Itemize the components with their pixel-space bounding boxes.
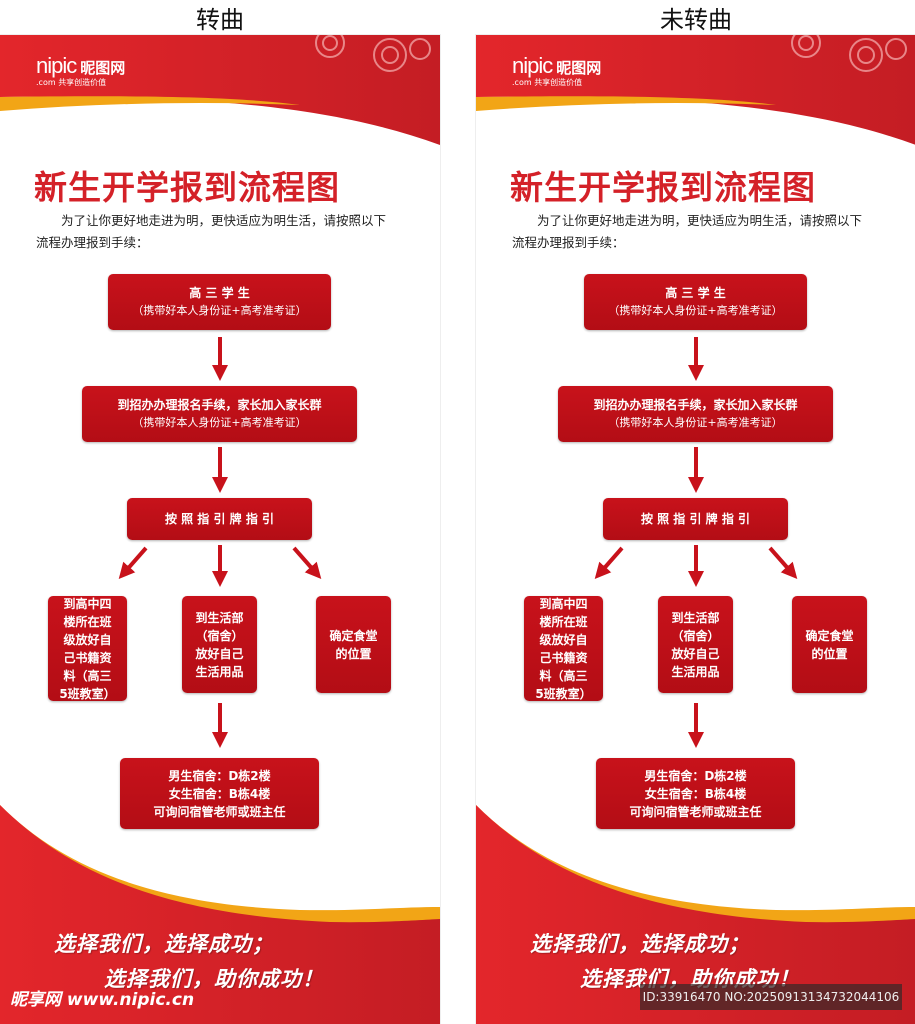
flow-arrows: [594, 337, 798, 748]
logo-cn: 昵图网: [80, 59, 126, 77]
arrow-down-right: [292, 546, 322, 580]
branch-dormitory: 到生活部 （宿舍） 放好自己 生活用品: [658, 596, 733, 693]
label-outlined: 转曲: [196, 6, 244, 34]
branch-classroom: 到高中四 楼所在班 级放好自 己书籍资 料（高三 5班教室）: [48, 596, 127, 701]
poster-title: 新生开学报到流程图: [34, 168, 340, 207]
intro-text: 为了让你更好地走进为明，更快适应为明生活，请按照以下流程办理报到手续：: [36, 213, 387, 250]
branch-dormitory: 到生活部 （宿舍） 放好自己 生活用品: [182, 596, 257, 693]
step-student: 高 三 学 生（携带好本人身份证+高考准考证）: [584, 274, 807, 330]
logo-brand: nipic: [512, 53, 553, 78]
slogan-line-2: 选择我们，助你成功！: [104, 967, 324, 991]
step-follow-signs: 按 照 指 引 牌 指 引: [603, 498, 788, 540]
logo-tagline: 共享创造价值: [58, 78, 107, 87]
watermark: 昵享网 www.nipic.cn: [10, 990, 195, 1010]
slogan-line-1: 选择我们，选择成功；: [530, 932, 750, 956]
background-waves: [0, 35, 440, 1024]
arrow-down-right: [768, 546, 798, 580]
logo-tagline: 共享创造价值: [534, 78, 583, 87]
intro-text: 为了让你更好地走进为明，更快适应为明生活，请按照以下流程办理报到手续：: [512, 213, 863, 250]
branch-canteen: 确定食堂 的位置: [316, 596, 391, 693]
arrow-down-left: [594, 546, 624, 580]
slogan-line-1: 选择我们，选择成功；: [54, 932, 274, 956]
branch-classroom: 到高中四 楼所在班 级放好自 己书籍资 料（高三 5班教室）: [524, 596, 603, 701]
step-follow-signs: 按 照 指 引 牌 指 引: [127, 498, 312, 540]
logo-domain: .com: [512, 78, 532, 87]
flow-arrows: [118, 337, 322, 748]
step-dorm-info: 男生宿舍：D栋2楼 女生宿舍：B栋4楼 可询问宿管老师或班主任: [120, 758, 319, 829]
step-dorm-info: 男生宿舍：D栋2楼 女生宿舍：B栋4楼 可询问宿管老师或班主任: [596, 758, 795, 829]
branch-canteen: 确定食堂 的位置: [792, 596, 867, 693]
logo-brand: nipic: [36, 53, 77, 78]
logo-cn: 昵图网: [556, 59, 602, 77]
poster-title: 新生开学报到流程图: [510, 168, 816, 207]
step-admissions: 到招办办理报名手续，家长加入家长群（携带好本人身份证+高考准考证）: [82, 386, 357, 442]
image-id-bar: ID:33916470 NO:20250913134732044106: [640, 984, 902, 1010]
label-not-outlined: 未转曲: [660, 6, 732, 34]
arrow-down-left: [118, 546, 148, 580]
step-student: 高 三 学 生（携带好本人身份证+高考准考证）: [108, 274, 331, 330]
step-admissions: 到招办办理报名手续，家长加入家长群（携带好本人身份证+高考准考证）: [558, 386, 833, 442]
background-waves: [476, 35, 915, 1024]
logo-domain: .com: [36, 78, 56, 87]
